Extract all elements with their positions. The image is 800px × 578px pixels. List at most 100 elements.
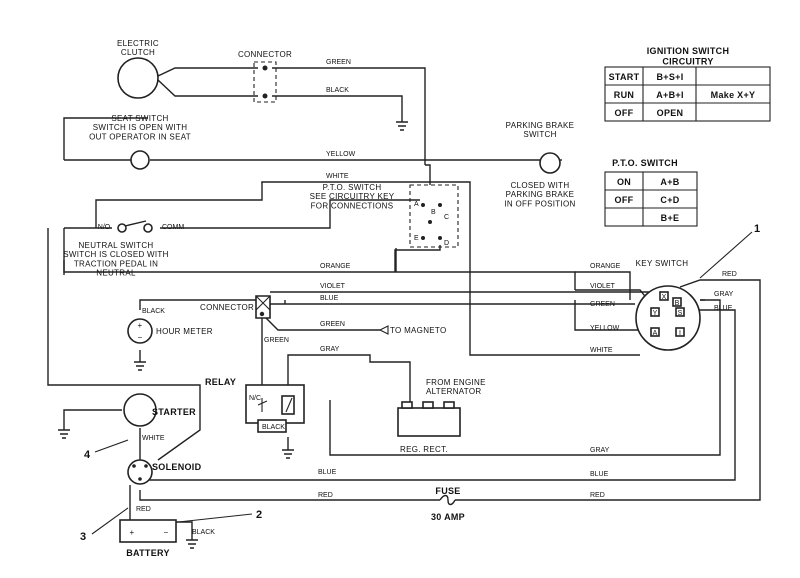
starter-label: STARTER (152, 407, 196, 417)
wires (47, 67, 761, 549)
ign-row1-col0: RUN (614, 90, 634, 100)
wire-blue-bottom-left: BLUE (318, 469, 337, 476)
wire-green-top: GREEN (326, 59, 351, 66)
key-terminal-b: B (675, 300, 680, 307)
wire-gray-key: GRAY (714, 291, 734, 298)
relay-nc-label: N/C (249, 395, 261, 402)
key-switch: X B Y S A I KEY SWITCH (635, 259, 701, 351)
svg-text:−: − (138, 333, 143, 342)
ign-row1-col2: Make X+Y (711, 90, 756, 100)
ign-row1-col1: A+B+I (656, 90, 684, 100)
pto-terminal-e: E (414, 235, 419, 242)
callout-2: 2 (256, 509, 262, 521)
magneto-arrow (378, 325, 389, 335)
key-terminal-a: A (653, 330, 658, 337)
wire-gray-mid: GRAY (320, 346, 340, 353)
connector-mid-label: CONNECTOR (200, 303, 254, 312)
wire-labels: GREEN BLACK YELLOW WHITE ORANGE VIOLET B… (136, 59, 737, 536)
wire-blue-key: BLUE (714, 305, 733, 312)
ign-row2-col1: OPEN (657, 108, 684, 118)
pto-terminal-d: D (444, 240, 449, 247)
battery: + − BATTERY (119, 519, 177, 558)
key-terminal-x: X (662, 294, 667, 301)
fuse-label: FUSE (435, 486, 460, 496)
connector-top: CONNECTOR (238, 50, 292, 103)
connector-mid: CONNECTOR (200, 295, 271, 319)
pto-table-title: P.T.O. SWITCH (612, 158, 678, 168)
wire-white-top: WHITE (326, 173, 349, 180)
ign-row0-col0: START (609, 72, 640, 82)
solenoid: SOLENOID (127, 459, 202, 485)
pto-terminal-b: B (431, 209, 436, 216)
wire-yellow-right: YELLOW (590, 325, 620, 332)
ign-row2-col0: OFF (615, 108, 634, 118)
wire-red-bottom-right: RED (590, 492, 605, 499)
key-terminal-y: Y (653, 310, 658, 317)
pto-row1-col0: OFF (615, 195, 634, 205)
starter: STARTER (123, 393, 196, 427)
svg-text:+: + (138, 321, 143, 330)
callout-4: 4 (84, 449, 91, 461)
pto-row1-col1: C+D (660, 195, 679, 205)
neutral-no-label: N/O (98, 224, 111, 231)
neutral-comm-label: COMM (162, 224, 184, 231)
wire-green-magneto: GREEN (320, 321, 345, 328)
key-terminal-s: S (678, 310, 683, 317)
relay-black-wire: BLACK (262, 424, 285, 431)
pto-row0-col0: ON (617, 177, 631, 187)
key-terminal-i: I (679, 330, 681, 337)
pto-row0-col1: A+B (660, 177, 679, 187)
battery-label: BATTERY (126, 548, 170, 558)
pto-row2-col1: B+E (661, 213, 680, 223)
wire-green-down: GREEN (264, 337, 289, 344)
hour-meter: + − HOUR METER (127, 318, 213, 344)
callout-3: 3 (80, 531, 86, 543)
hour-meter-label: HOUR METER (156, 327, 213, 336)
wire-white-right: WHITE (590, 347, 613, 354)
callouts: 1 2 3 4 (80, 223, 760, 543)
pto-terminal-a: A (414, 201, 419, 208)
wire-blue-left: BLUE (320, 295, 339, 302)
wire-black-top: BLACK (326, 87, 349, 94)
solenoid-label: SOLENOID (152, 462, 202, 472)
svg-text:+: + (130, 528, 135, 537)
wire-violet-right: VIOLET (590, 283, 616, 290)
wire-black-hour: BLACK (142, 308, 165, 315)
relay: N/C RELAY BLACK (205, 377, 305, 433)
wire-red-key: RED (722, 271, 737, 278)
wire-yellow-top: YELLOW (326, 151, 356, 158)
pto-switch-table: P.T.O. SWITCH ON A+B OFF C+D B+E (604, 158, 698, 227)
key-switch-label: KEY SWITCH (636, 259, 689, 268)
wire-orange-left: ORANGE (320, 263, 351, 270)
wire-black-battery: BLACK (192, 529, 215, 536)
wire-white-starter: WHITE (142, 435, 165, 442)
fuse-rating: 30 AMP (431, 512, 465, 522)
to-magneto-label: TO MAGNETO (390, 326, 447, 335)
pto-terminal-c: C (444, 214, 449, 221)
wire-orange-right: ORANGE (590, 263, 621, 270)
wire-violet-left: VIOLET (320, 283, 346, 290)
relay-label: RELAY (205, 377, 236, 387)
ign-row0-col1: B+S+I (656, 72, 683, 82)
wire-green-right: GREEN (590, 301, 615, 308)
wire-red-bottom-left: RED (318, 492, 333, 499)
wire-blue-bottom-right: BLUE (590, 471, 609, 478)
callout-1: 1 (754, 223, 760, 235)
wire-gray-bottom: GRAY (590, 447, 610, 454)
